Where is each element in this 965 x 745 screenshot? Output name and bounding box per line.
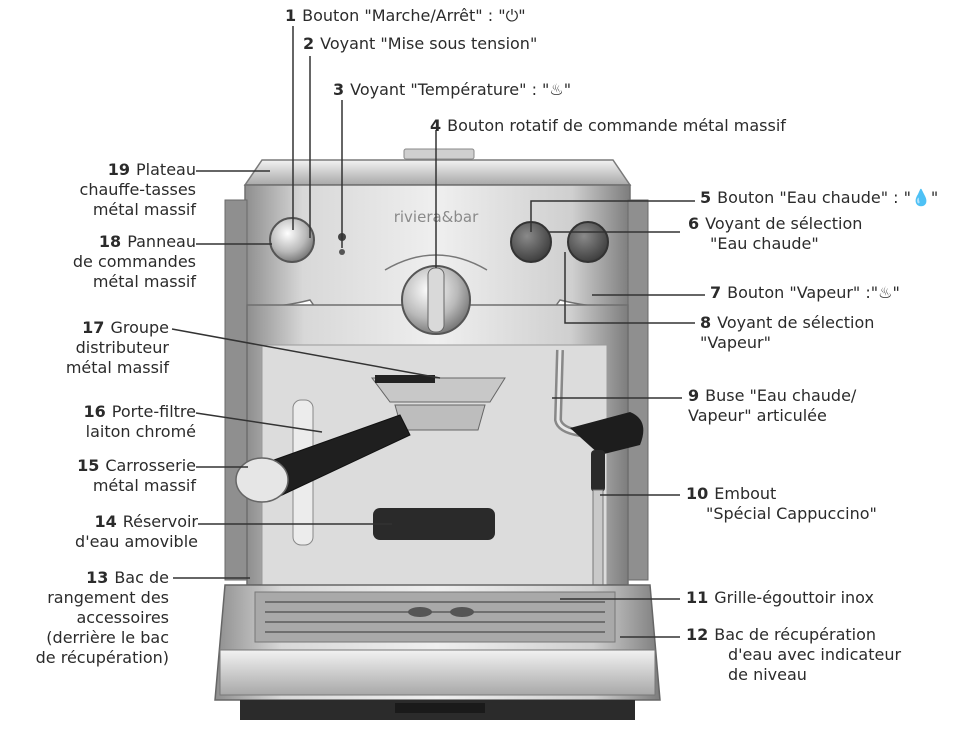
leader-lines xyxy=(171,26,705,638)
cappuccino-tube xyxy=(592,489,604,591)
portafilter-cap xyxy=(235,457,289,503)
drip-grid-hole-left xyxy=(408,607,432,617)
drip-tray-front xyxy=(219,649,656,696)
portafilter-basket xyxy=(394,404,486,431)
group-head-band xyxy=(375,375,435,383)
steam-wand-knob xyxy=(570,412,644,455)
steam-wand-tip xyxy=(591,450,605,492)
cup-warmer-plate xyxy=(243,159,632,186)
drip-grid xyxy=(254,591,616,643)
drip-grid-hole-right xyxy=(450,607,474,617)
power-button[interactable] xyxy=(269,217,315,263)
left-side-panel xyxy=(224,199,248,581)
rotary-knob-grip xyxy=(427,267,445,333)
reservoir-handle xyxy=(373,508,495,540)
drip-grid-slots xyxy=(265,601,605,633)
right-side-panel xyxy=(627,199,649,581)
top-vent xyxy=(403,148,475,160)
temperature-led xyxy=(339,249,345,255)
leader-17 xyxy=(171,328,441,379)
leader-8 xyxy=(564,252,695,324)
foot-recess xyxy=(395,703,485,713)
steam-button[interactable] xyxy=(567,221,609,263)
leader-5 xyxy=(530,200,695,232)
leader-16 xyxy=(195,412,323,433)
group-head xyxy=(371,377,506,403)
